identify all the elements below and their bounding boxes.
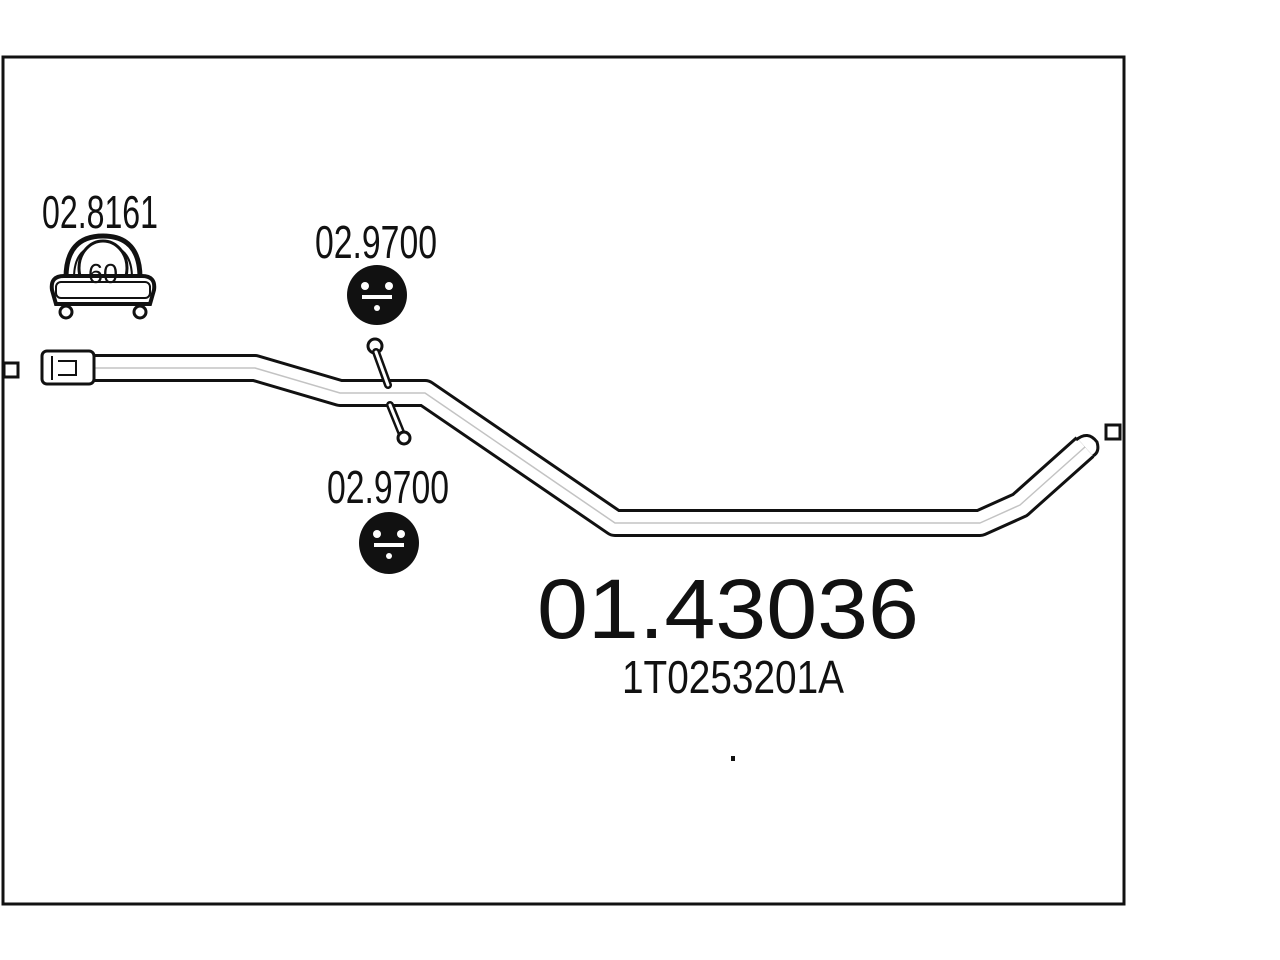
- rubber-hanger-icon: [359, 512, 419, 574]
- exhaust-pipe-icon: [40, 349, 1100, 537]
- diagram-frame: [1, 55, 1126, 906]
- oem-part-number: 1T0253201A: [622, 651, 844, 703]
- stray-dot: [731, 756, 735, 761]
- rubber-hanger-icon: [347, 265, 407, 325]
- main-part-number: 01.43036: [537, 562, 919, 656]
- clamp-size-label: 60: [88, 258, 118, 289]
- clamp-part-number: 02.8161: [42, 186, 158, 238]
- pipe-clamp-icon: 60: [49, 233, 157, 320]
- hanger-bracket-icon: [366, 337, 412, 446]
- inlet-connection-marker: [2, 361, 20, 379]
- outlet-connection-marker: [1104, 423, 1122, 441]
- hanger-top-part-number: 02.9700: [315, 216, 437, 268]
- hanger-bottom-part-number: 02.9700: [327, 461, 449, 513]
